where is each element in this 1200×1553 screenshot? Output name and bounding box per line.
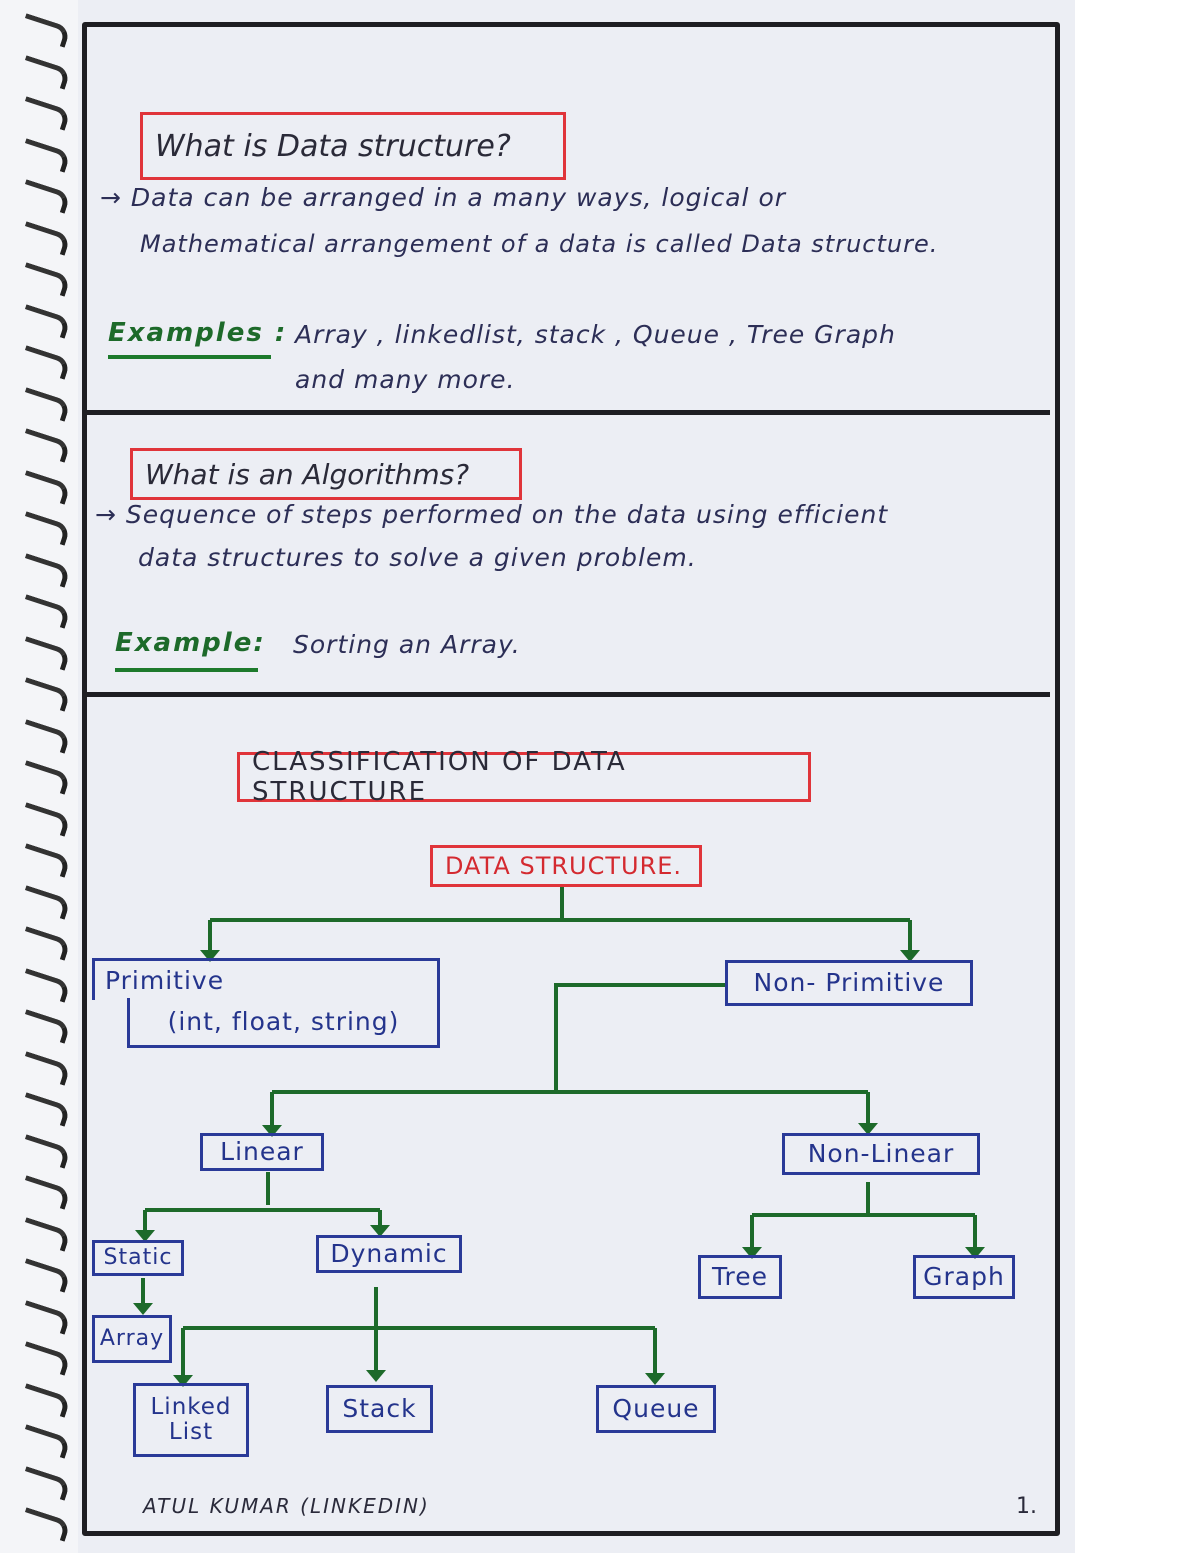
node-primitive-types: (int, float, string) bbox=[127, 998, 440, 1048]
definition-line-1: → Data can be arranged in a many ways, l… bbox=[100, 183, 787, 212]
examples-line-2: and many more. bbox=[295, 365, 516, 394]
spiral-binding bbox=[0, 0, 78, 1553]
algorithm-line-2: data structures to solve a given problem… bbox=[138, 543, 697, 572]
node-dynamic: Dynamic bbox=[316, 1235, 462, 1273]
examples-label: Examples : bbox=[108, 318, 288, 348]
algorithm-heading: What is an Algorithms? bbox=[130, 448, 522, 500]
examples-line-1: Array , linkedlist, stack , Queue , Tree… bbox=[295, 320, 896, 349]
primitive-types-label: (int, float, string) bbox=[167, 1006, 400, 1036]
example-underline bbox=[115, 668, 258, 672]
linked-list-label-1: Linked bbox=[150, 1393, 232, 1420]
node-non-primitive: Non- Primitive bbox=[725, 960, 973, 1006]
section-divider bbox=[84, 410, 1050, 415]
node-array: Array bbox=[92, 1315, 172, 1363]
example-label: Example: bbox=[115, 628, 266, 658]
page-edge bbox=[1075, 0, 1200, 1553]
node-tree: Tree bbox=[698, 1255, 782, 1299]
node-static: Static bbox=[92, 1240, 184, 1276]
section-divider bbox=[84, 692, 1050, 697]
node-graph: Graph bbox=[913, 1255, 1015, 1299]
author-credit: ATUL KUMAR (LINKEDIN) bbox=[143, 1494, 430, 1518]
node-stack: Stack bbox=[326, 1385, 433, 1433]
examples-underline bbox=[108, 355, 271, 359]
node-linear: Linear bbox=[200, 1133, 324, 1171]
node-non-linear: Non-Linear bbox=[782, 1133, 980, 1175]
algorithm-line-1: → Sequence of steps performed on the dat… bbox=[95, 500, 889, 529]
primitive-label: Primitive bbox=[105, 965, 225, 995]
example-text: Sorting an Array. bbox=[293, 630, 521, 659]
page-number: 1. bbox=[1016, 1494, 1037, 1519]
data-structure-heading: What is Data structure? bbox=[140, 112, 566, 180]
definition-line-2: Mathematical arrangement of a data is ca… bbox=[140, 230, 939, 258]
root-node-data-structure: DATA STRUCTURE. bbox=[430, 845, 702, 887]
page-frame bbox=[82, 22, 1060, 1536]
node-primitive: Primitive bbox=[92, 958, 440, 1000]
linked-list-label-2: List bbox=[168, 1419, 214, 1445]
node-queue: Queue bbox=[596, 1385, 716, 1433]
node-linked-list: Linked List bbox=[133, 1383, 249, 1457]
